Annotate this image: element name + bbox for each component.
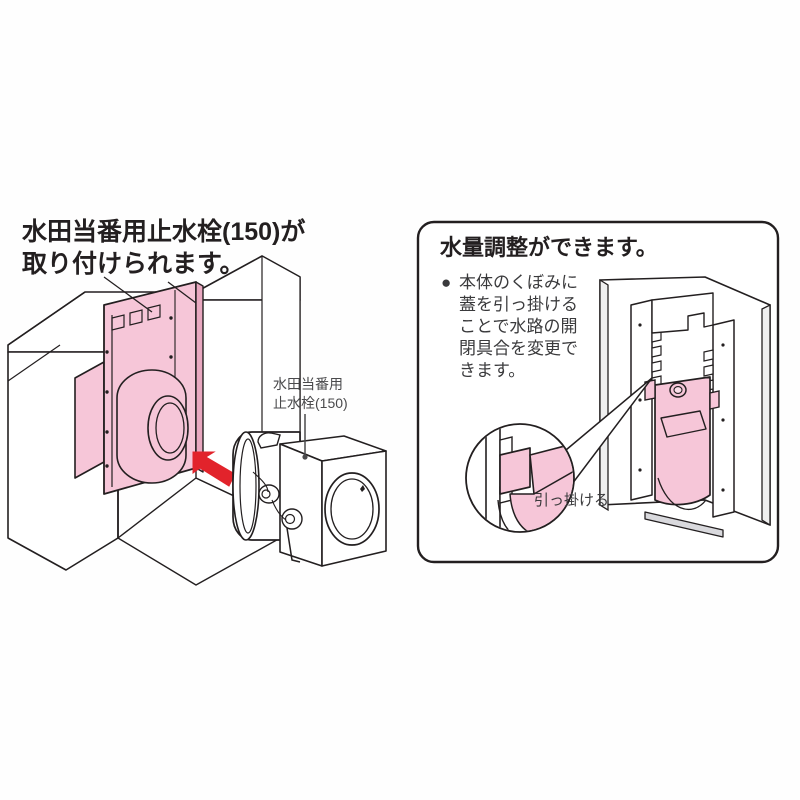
part-label-group: 水田当番用 止水栓(150) xyxy=(273,376,348,460)
valve-knob-lower-cap xyxy=(284,513,296,525)
valve-lever-arm xyxy=(286,527,301,563)
detail-magnifier-circle: 引っ掛ける xyxy=(465,377,653,533)
valve-emblem xyxy=(360,485,365,492)
plate-screw-5 xyxy=(169,316,173,320)
left-rail-notch-2 xyxy=(651,345,662,358)
gate-back-wall-right-edge xyxy=(761,303,771,527)
gate-bottom-sill xyxy=(644,511,724,538)
gate-right-rail xyxy=(703,319,735,518)
valve-port-inner xyxy=(330,478,374,540)
right-rail-screw-2 xyxy=(721,418,725,422)
magnifier-contents xyxy=(485,425,573,531)
plate-screw-4 xyxy=(105,464,109,468)
bullet-line-3: ことで水路の開 xyxy=(459,317,578,336)
pink-sluice-gate xyxy=(644,376,720,510)
plate-screw-2 xyxy=(105,390,109,394)
pipe-mouth-inner xyxy=(155,402,185,454)
plate-right-thickness xyxy=(195,281,204,473)
bullet-line-5: きます。 xyxy=(459,361,525,380)
part-label-leader-dot xyxy=(302,454,308,460)
insertion-direction-arrow xyxy=(192,451,236,487)
channel-back-edge-2 xyxy=(7,344,61,382)
zoom-rail-lower-curve xyxy=(497,499,525,531)
right-rail-notch-2 xyxy=(703,364,714,377)
bullet-line-2: 蓋を引っ掛ける xyxy=(459,295,578,314)
left-rail-screw-3 xyxy=(638,468,642,472)
left-rail-screw-1 xyxy=(638,323,642,327)
left-rail-screw-2 xyxy=(638,398,642,402)
sluice-gate-illustration xyxy=(599,276,771,538)
pipe-stub xyxy=(116,369,189,484)
part-label-line2: 止水栓(150) xyxy=(273,395,348,411)
plate-notch-1 xyxy=(111,314,125,331)
valve-housing-front xyxy=(279,443,323,567)
right-rail-notch-1 xyxy=(703,349,714,362)
plate-screw-6 xyxy=(169,355,173,359)
gate-panel xyxy=(654,376,711,506)
right-panel-group: 水量調整ができます。 ● 本体のくぼみに 蓋を引っ掛ける ことで水路の開 閉具合… xyxy=(416,220,780,564)
plate-left-flange xyxy=(74,361,105,479)
valve-barrel-end xyxy=(232,431,260,541)
bullet-marker: ● xyxy=(441,273,451,292)
bullet-line-1: 本体のくぼみに xyxy=(459,273,578,292)
arrow-shape xyxy=(192,451,236,487)
valve-link-rod xyxy=(271,499,287,521)
right-rail-screw-1 xyxy=(721,343,725,347)
gate-bottom-arc xyxy=(657,477,707,510)
valve-barrel-end-inner xyxy=(239,438,257,534)
gate-rib xyxy=(660,410,707,438)
bullet-line-4: 閉具合を変更で xyxy=(459,339,578,358)
valve-knob-upper-cap xyxy=(261,489,271,499)
valve-fittings xyxy=(252,471,303,563)
right-panel-heading: 水量調整ができます。 xyxy=(439,235,658,260)
plate-notch-2 xyxy=(129,309,143,326)
title-leader-line-left xyxy=(103,276,153,313)
right-rail-screw-3 xyxy=(721,488,725,492)
gate-frame-crossbar xyxy=(651,292,714,334)
zoom-rail-body xyxy=(485,425,501,531)
zoom-pink-hook-tab xyxy=(499,447,531,495)
pink-plate-assembly xyxy=(74,281,204,495)
plate-screw-1 xyxy=(105,350,109,354)
plate-notch-3 xyxy=(147,304,161,321)
left-rail-notch-3 xyxy=(651,360,662,373)
title-leader-line-right xyxy=(167,281,197,304)
channel-back-edge-1 xyxy=(7,291,86,346)
gate-right-hook-tab xyxy=(709,390,720,410)
magnifier-callout-text: 引っ掛ける xyxy=(534,492,609,509)
gate-back-wall-left-edge xyxy=(599,278,609,512)
stop-valve-device xyxy=(232,431,387,567)
left-illustration-group: 水田当番用止水栓(150)が 取り付けられます。 xyxy=(7,217,387,586)
gate-loop-handle-hole xyxy=(673,386,683,394)
left-title-line2: 取り付けられます。 xyxy=(22,250,245,278)
valve-top-tab xyxy=(257,432,281,449)
left-title-line1: 水田当番用止水栓(150)が xyxy=(21,217,305,246)
part-label-line1: 水田当番用 xyxy=(273,376,343,392)
valve-link-rod-2 xyxy=(252,471,269,493)
plate-screw-3 xyxy=(105,430,109,434)
